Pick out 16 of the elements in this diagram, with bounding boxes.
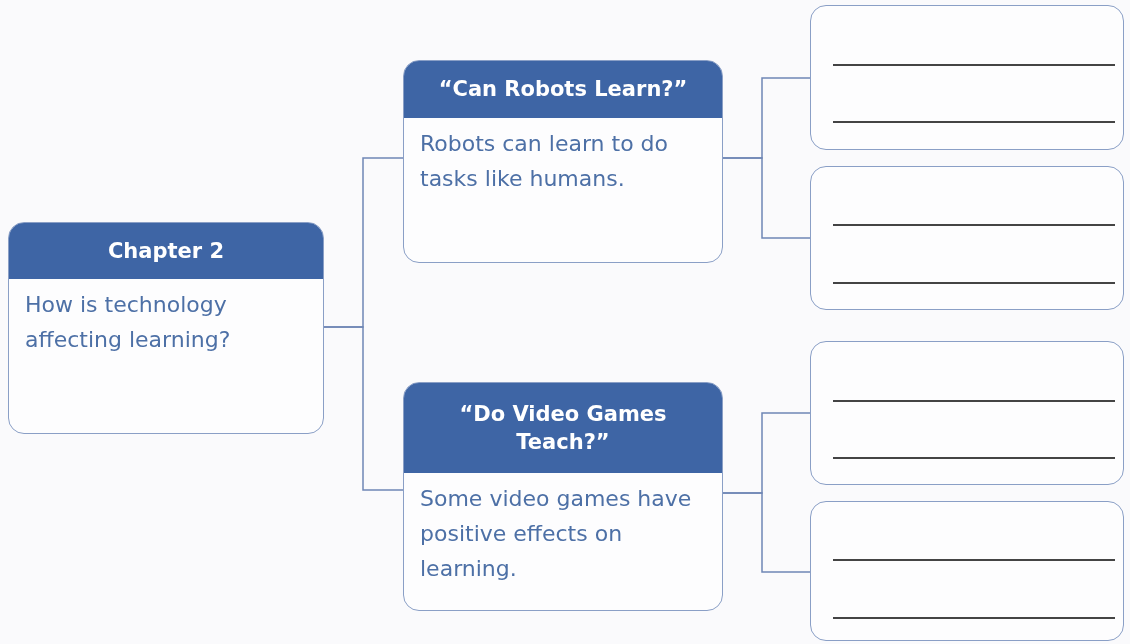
card-heading: “Can Robots Learn?”: [404, 61, 722, 118]
card-text: Some video games have positive effects on learning.: [419, 485, 693, 584]
connector-line: [722, 157, 811, 239]
answer-box: [810, 341, 1124, 485]
card-heading: Chapter 2: [9, 223, 323, 279]
answer-box: [810, 501, 1124, 641]
topic-card: [403, 60, 723, 263]
topic-card: [8, 222, 324, 434]
card-text: How is technology affecting learning?: [24, 291, 232, 355]
answer-box: [810, 5, 1124, 150]
card-text: Robots can learn to do tasks like humans.: [419, 130, 669, 194]
connector-line: [323, 326, 404, 491]
answer-box: [810, 166, 1124, 310]
card-heading: “Do Video Games Teach?”: [404, 383, 722, 473]
connector-line: [722, 492, 811, 573]
topic-card: [403, 382, 723, 611]
